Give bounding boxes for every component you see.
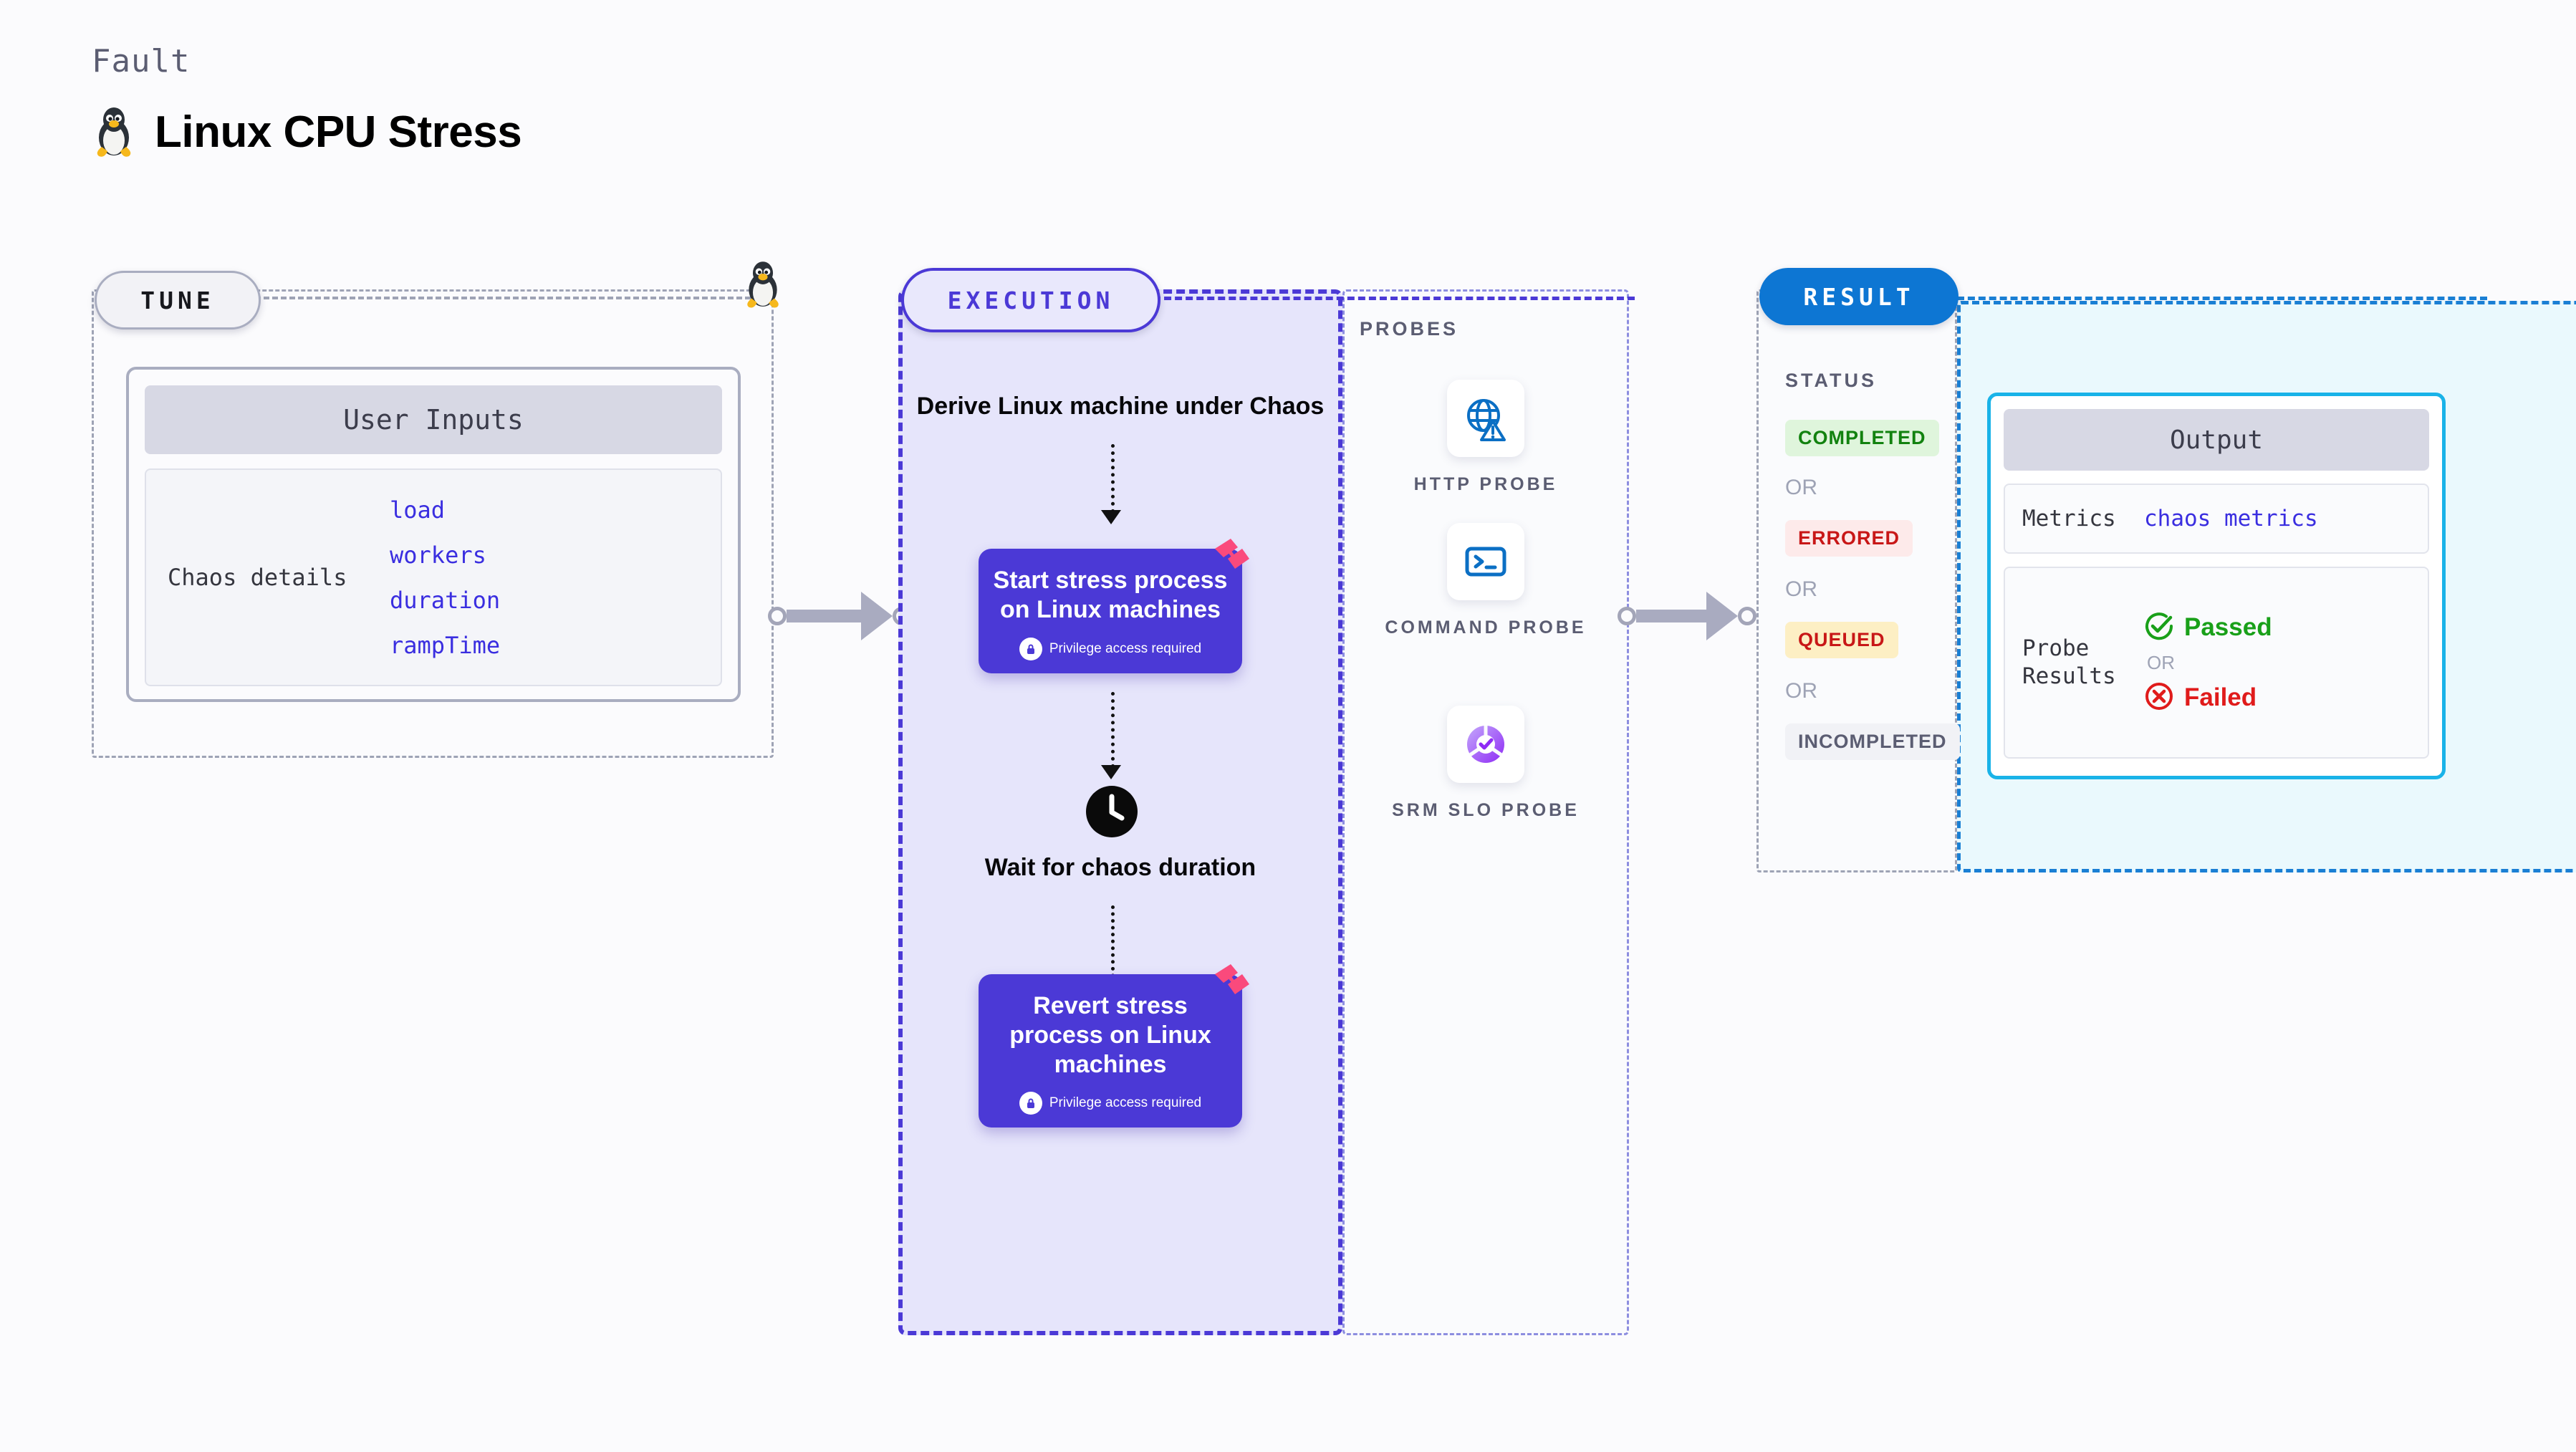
tune-tux-penguin-icon bbox=[742, 259, 784, 309]
arrow-shaft bbox=[1636, 610, 1708, 622]
clock-icon bbox=[1085, 785, 1138, 838]
param-workers[interactable]: workers bbox=[390, 541, 486, 569]
x-circle-icon bbox=[2144, 681, 2174, 715]
arrow-end-dot bbox=[1738, 607, 1756, 625]
passed-label: Passed bbox=[2184, 613, 2272, 641]
step-title: Revert stress process on Linux machines bbox=[1009, 992, 1211, 1078]
metrics-label: Metrics bbox=[2022, 505, 2116, 532]
probe-name: SRM SLO PROBE bbox=[1392, 800, 1580, 820]
output-header: Output bbox=[2004, 409, 2429, 471]
fault-kicker-label: Fault bbox=[92, 43, 191, 80]
arrow-shaft bbox=[787, 610, 862, 622]
derive-machine-text: Derive Linux machine under Chaos bbox=[916, 393, 1325, 420]
probe-name: COMMAND PROBE bbox=[1385, 617, 1587, 638]
harness-badge-icon bbox=[1209, 963, 1254, 1000]
probes-to-result-arrow bbox=[1618, 592, 1756, 640]
probes-section-label: PROBES bbox=[1360, 318, 1459, 340]
flow-connector-1 bbox=[1111, 444, 1115, 513]
privilege-row: Privilege access required bbox=[991, 1092, 1229, 1115]
chaos-details-label: Chaos details bbox=[168, 564, 347, 591]
chaos-params-list: load workers duration rampTime bbox=[390, 496, 500, 659]
tune-to-execution-arrow bbox=[768, 592, 911, 640]
tux-penguin-icon bbox=[92, 105, 136, 158]
or-separator: OR bbox=[2147, 651, 2175, 673]
step-title: Start stress process on Linux machines bbox=[993, 567, 1228, 623]
globe-warning-icon bbox=[1447, 380, 1524, 457]
probe-name: HTTP PROBE bbox=[1413, 474, 1558, 494]
param-ramptime[interactable]: rampTime bbox=[390, 631, 501, 659]
step-revert-stress[interactable]: Revert stress process on Linux machines … bbox=[979, 964, 1249, 1128]
probe-results-label: Probe Results bbox=[2022, 635, 2116, 689]
lock-icon bbox=[1019, 1092, 1042, 1115]
arrow-head bbox=[1706, 592, 1738, 640]
probe-srm-slo[interactable]: SRM SLO PROBE bbox=[1342, 706, 1629, 823]
page-header: Fault Linux CPU Stress bbox=[92, 43, 522, 158]
status-badge-errored: ERRORED bbox=[1785, 520, 1913, 557]
fault-title-row: Linux CPU Stress bbox=[92, 105, 522, 158]
chaos-details-box: Chaos details load workers duration ramp… bbox=[145, 468, 722, 686]
tune-stage-badge[interactable]: TUNE bbox=[95, 271, 261, 330]
flow-connector-3 bbox=[1111, 905, 1115, 984]
execution-stage-badge[interactable]: EXECUTION bbox=[901, 268, 1160, 332]
harness-badge-icon bbox=[1209, 537, 1254, 574]
flow-connector-2 bbox=[1111, 692, 1115, 768]
page-title: Linux CPU Stress bbox=[155, 107, 522, 157]
user-inputs-header: User Inputs bbox=[145, 385, 722, 454]
flow-arrowhead-2 bbox=[1101, 765, 1121, 779]
probe-results-row: Probe Results Passed OR bbox=[2004, 567, 2429, 759]
status-section-label: STATUS bbox=[1785, 370, 1877, 391]
arrow-start-dot bbox=[1618, 607, 1636, 625]
metrics-row: Metrics chaos metrics bbox=[2004, 484, 2429, 554]
probes-panel bbox=[1342, 289, 1629, 1335]
step-start-stress[interactable]: Start stress process on Linux machines P… bbox=[979, 539, 1249, 673]
metrics-value[interactable]: chaos metrics bbox=[2144, 506, 2318, 532]
result-stage-badge[interactable]: RESULT bbox=[1759, 268, 1959, 325]
probe-result-failed: Failed bbox=[2144, 681, 2272, 715]
wait-duration-text: Wait for chaos duration bbox=[984, 854, 1256, 881]
or-separator: OR bbox=[1785, 679, 1817, 703]
arrow-start-dot bbox=[768, 607, 787, 625]
probe-http[interactable]: HTTP PROBE bbox=[1342, 380, 1629, 497]
param-duration[interactable]: duration bbox=[390, 586, 501, 614]
arrow-head bbox=[861, 592, 893, 640]
terminal-icon bbox=[1447, 523, 1524, 600]
flow-arrowhead-1 bbox=[1101, 510, 1121, 524]
slo-donut-check-icon bbox=[1447, 706, 1524, 783]
or-separator: OR bbox=[1785, 476, 1817, 499]
failed-label: Failed bbox=[2184, 683, 2257, 711]
output-card: Output Metrics chaos metrics Probe Resul… bbox=[1987, 393, 2446, 779]
tune-panel bbox=[92, 289, 774, 758]
execution-badge-connector bbox=[1153, 297, 1635, 300]
result-badge-connector bbox=[1957, 297, 2487, 300]
check-circle-icon bbox=[2144, 611, 2174, 645]
privilege-text: Privilege access required bbox=[1049, 1095, 1202, 1111]
user-inputs-card: User Inputs Chaos details load workers d… bbox=[126, 367, 741, 702]
probe-command[interactable]: COMMAND PROBE bbox=[1342, 523, 1629, 640]
privilege-text: Privilege access required bbox=[1049, 640, 1202, 656]
probe-results-values: Passed OR Failed bbox=[2144, 611, 2272, 715]
status-badge-incompleted: INCOMPLETED bbox=[1785, 723, 1960, 760]
privilege-row: Privilege access required bbox=[991, 637, 1229, 660]
param-load[interactable]: load bbox=[390, 496, 446, 524]
or-separator: OR bbox=[1785, 577, 1817, 601]
lock-icon bbox=[1019, 637, 1042, 660]
result-panel bbox=[1756, 289, 1957, 872]
probe-result-passed: Passed bbox=[2144, 611, 2272, 645]
status-badge-queued: QUEUED bbox=[1785, 622, 1898, 658]
status-badge-completed: COMPLETED bbox=[1785, 420, 1939, 456]
tune-badge-connector bbox=[255, 297, 768, 299]
